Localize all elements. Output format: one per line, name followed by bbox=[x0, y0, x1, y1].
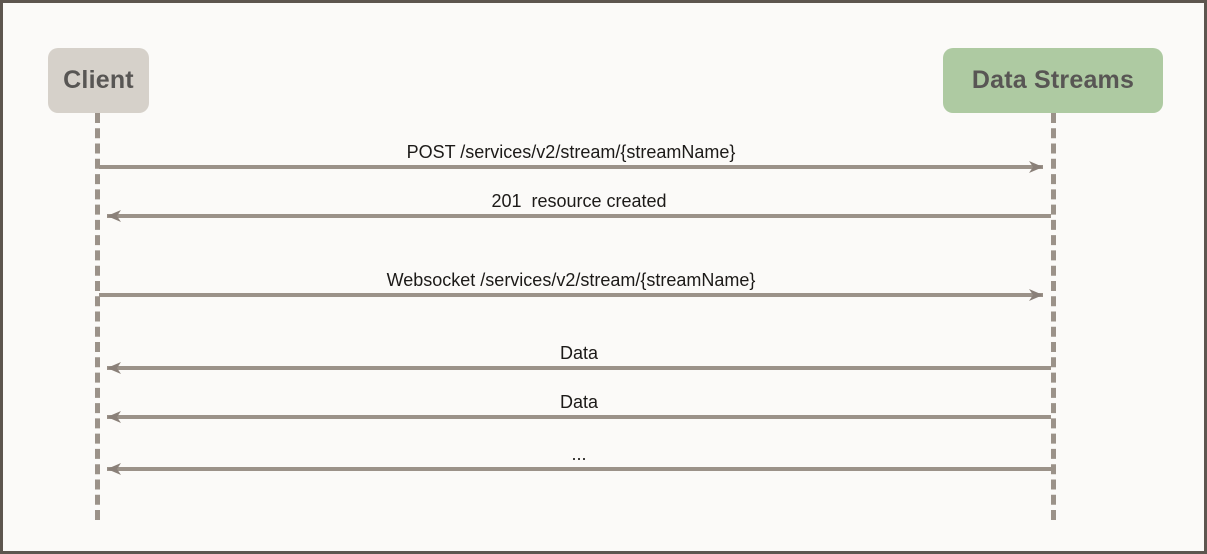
arrow-head-left-icon bbox=[105, 460, 123, 478]
message-data-1-line bbox=[107, 366, 1051, 370]
message-websocket-line bbox=[99, 293, 1043, 297]
message-websocket[interactable]: Websocket /services/v2/stream/{streamNam… bbox=[99, 263, 1043, 301]
message-data-1-label: Data bbox=[559, 343, 599, 363]
message-created[interactable]: 201 resource created bbox=[107, 184, 1051, 222]
arrow-head-right-icon bbox=[1027, 286, 1045, 304]
participant-data-streams[interactable]: Data Streams bbox=[943, 48, 1163, 113]
arrow-head-left-icon bbox=[105, 207, 123, 225]
message-post-line bbox=[99, 165, 1043, 169]
arrow-head-right-icon bbox=[1027, 158, 1045, 176]
message-data-1[interactable]: Data bbox=[107, 336, 1051, 374]
message-data-more[interactable]: ... bbox=[107, 437, 1051, 475]
participant-data-streams-label: Data Streams bbox=[971, 66, 1135, 94]
message-websocket-label: Websocket /services/v2/stream/{streamNam… bbox=[386, 270, 756, 290]
arrow-head-left-icon bbox=[105, 408, 123, 426]
message-data-2-line bbox=[107, 415, 1051, 419]
message-post[interactable]: POST /services/v2/stream/{streamName} bbox=[99, 135, 1043, 173]
message-created-label: 201 resource created bbox=[491, 191, 667, 211]
lifeline-data-streams bbox=[1051, 113, 1056, 520]
participant-client-label: Client bbox=[63, 66, 134, 94]
message-post-label: POST /services/v2/stream/{streamName} bbox=[406, 142, 736, 162]
lifeline-client bbox=[95, 113, 100, 520]
message-data-2-label: Data bbox=[559, 392, 599, 412]
message-created-line bbox=[107, 214, 1051, 218]
message-data-2[interactable]: Data bbox=[107, 385, 1051, 423]
participant-client[interactable]: Client bbox=[48, 48, 149, 113]
message-data-more-line bbox=[107, 467, 1051, 471]
arrow-head-left-icon bbox=[105, 359, 123, 377]
message-data-more-label: ... bbox=[571, 444, 587, 464]
